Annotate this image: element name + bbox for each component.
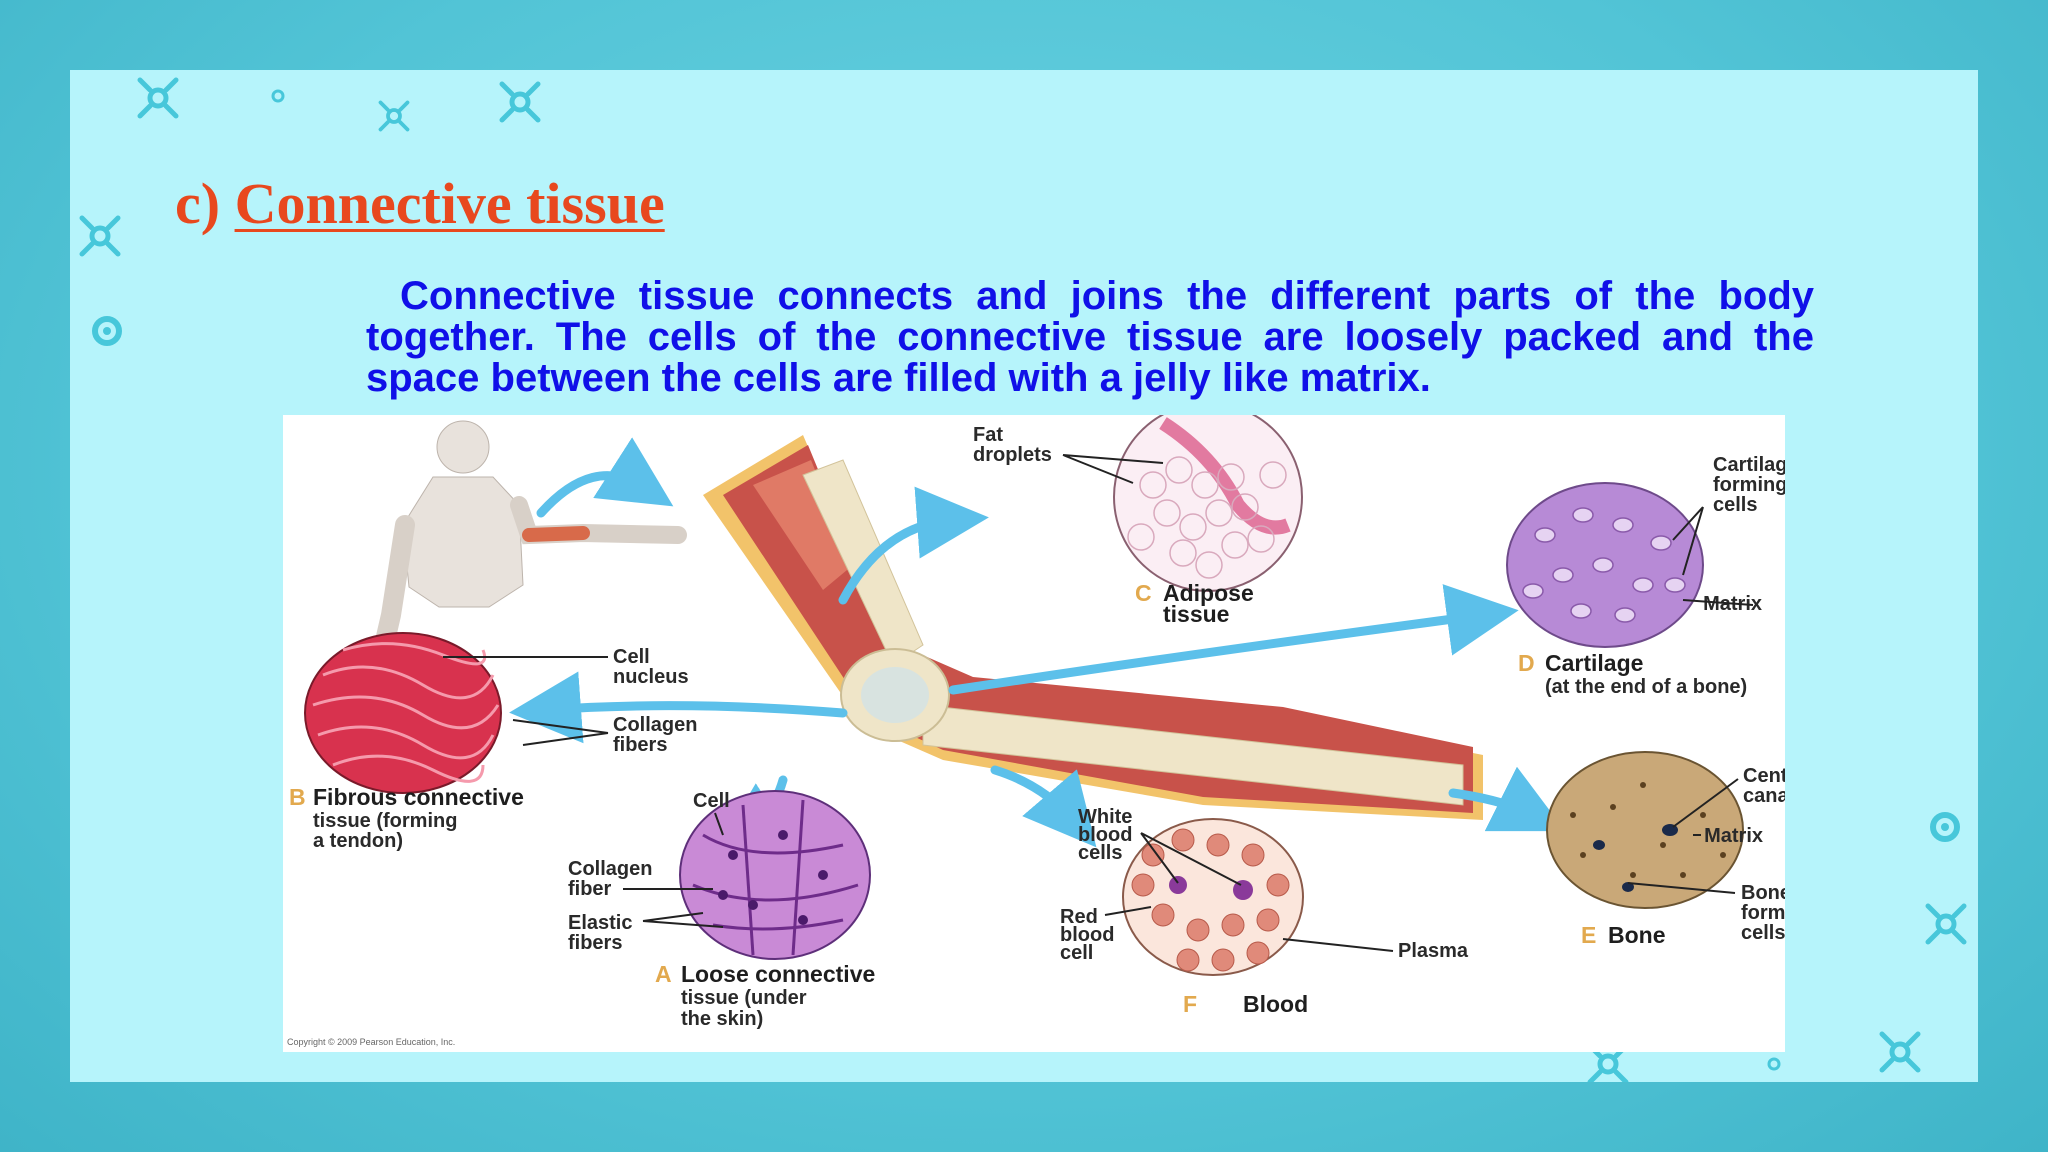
label-rbc-line3: cell (1060, 942, 1093, 964)
blood-circle (1122, 818, 1304, 976)
copyright-text: Copyright © 2009 Pearson Education, Inc. (287, 1037, 455, 1047)
dot-icon (1767, 1057, 1781, 1071)
slide: c) Connective tissue Connective tissue c… (70, 70, 1978, 1082)
label-wbc-line1: White (1078, 806, 1132, 828)
label-cartilage-line1: Cartilage (1545, 650, 1643, 676)
connective-tissue-diagram: Fat droplets C Adipose tissue Cartilage-… (283, 415, 1785, 1052)
label-fat-droplets-line1: Fat (973, 424, 1003, 446)
label-bone-letter: E (1581, 922, 1596, 948)
label-blood: Blood (1243, 991, 1308, 1017)
label-rbc-line2: blood (1060, 924, 1114, 946)
label-bone-forming-line3: cells (1741, 922, 1785, 944)
cartilage-circle (1506, 482, 1704, 648)
dot-icon (271, 89, 285, 103)
label-loose-line1: Loose connective (681, 961, 875, 987)
label-central-canal-line1: Central (1743, 765, 1785, 787)
label-collagen-fiber-line1: Collagen (568, 858, 652, 880)
label-cell-nucleus-line2: nucleus (613, 666, 689, 688)
label-cartilage-forming-line1: Cartilage- (1713, 454, 1785, 476)
label-plasma: Plasma (1398, 940, 1469, 962)
ring-icon (92, 316, 122, 346)
label-collagen-fibers-line1: Collagen (613, 714, 697, 736)
label-bone-forming-line1: Bone- (1741, 882, 1785, 904)
label-collagen-fiber-line2: fiber (568, 878, 612, 900)
loose-tissue-circle (679, 790, 871, 960)
sparkle-icon (499, 81, 541, 123)
diagram-canvas: Fat droplets C Adipose tissue Cartilage-… (287, 415, 1785, 1047)
label-fibrous-line2: tissue (forming (313, 810, 457, 832)
label-fibrous-letter: B (289, 784, 306, 810)
label-central-canal-line2: canal (1743, 785, 1785, 807)
label-elastic-line1: Elastic (568, 912, 632, 934)
label-cell-nucleus-line1: Cell (613, 646, 650, 668)
label-adipose-line2: tissue (1163, 601, 1229, 627)
sparkle-icon (137, 77, 179, 119)
label-loose-line2: tissue (under (681, 987, 807, 1009)
adipose-tissue-circle (1113, 415, 1303, 592)
label-blood-letter: F (1183, 991, 1197, 1017)
human-figure (369, 420, 687, 677)
label-adipose-letter: C (1135, 580, 1152, 606)
ring-icon (1930, 812, 1960, 842)
label-cartilage-line2: (at the end of a bone) (1545, 676, 1747, 698)
label-collagen-fibers-line2: fibers (613, 734, 667, 756)
label-fibrous-line1: Fibrous connective (313, 784, 524, 810)
label-wbc-line3: cells (1078, 842, 1122, 864)
label-adipose-line1: Adipose (1163, 580, 1254, 606)
label-loose-line3: the skin) (681, 1008, 763, 1030)
bone-circle (1546, 751, 1744, 909)
label-bone-forming-line2: forming (1741, 902, 1785, 924)
label-elastic-line2: fibers (568, 932, 622, 954)
sparkle-icon (1879, 1031, 1921, 1073)
sparkle-icon (1925, 903, 1967, 945)
label-cartilage-forming-line2: forming (1713, 474, 1785, 496)
body-paragraph: Connective tissue connects and joins the… (366, 276, 1814, 400)
label-loose-cell: Cell (693, 790, 730, 812)
label-cartilage-forming-line3: cells (1713, 494, 1757, 516)
label-matrix-bone: Matrix (1704, 825, 1763, 847)
title-text: Connective tissue (234, 171, 665, 236)
label-cartilage-letter: D (1518, 650, 1535, 676)
sparkle-icon (79, 215, 121, 257)
title-prefix: c) (175, 171, 235, 236)
label-wbc-line2: blood (1078, 824, 1132, 846)
label-fibrous-line3: a tendon) (313, 830, 403, 852)
slide-title: c) Connective tissue (175, 170, 665, 237)
fibrous-tissue-circle (304, 632, 502, 794)
label-loose-letter: A (655, 961, 672, 987)
label-fat-droplets-line2: droplets (973, 444, 1052, 466)
sparkle-icon (378, 100, 410, 132)
label-rbc-line1: Red (1060, 906, 1098, 928)
label-bone: Bone (1608, 922, 1666, 948)
